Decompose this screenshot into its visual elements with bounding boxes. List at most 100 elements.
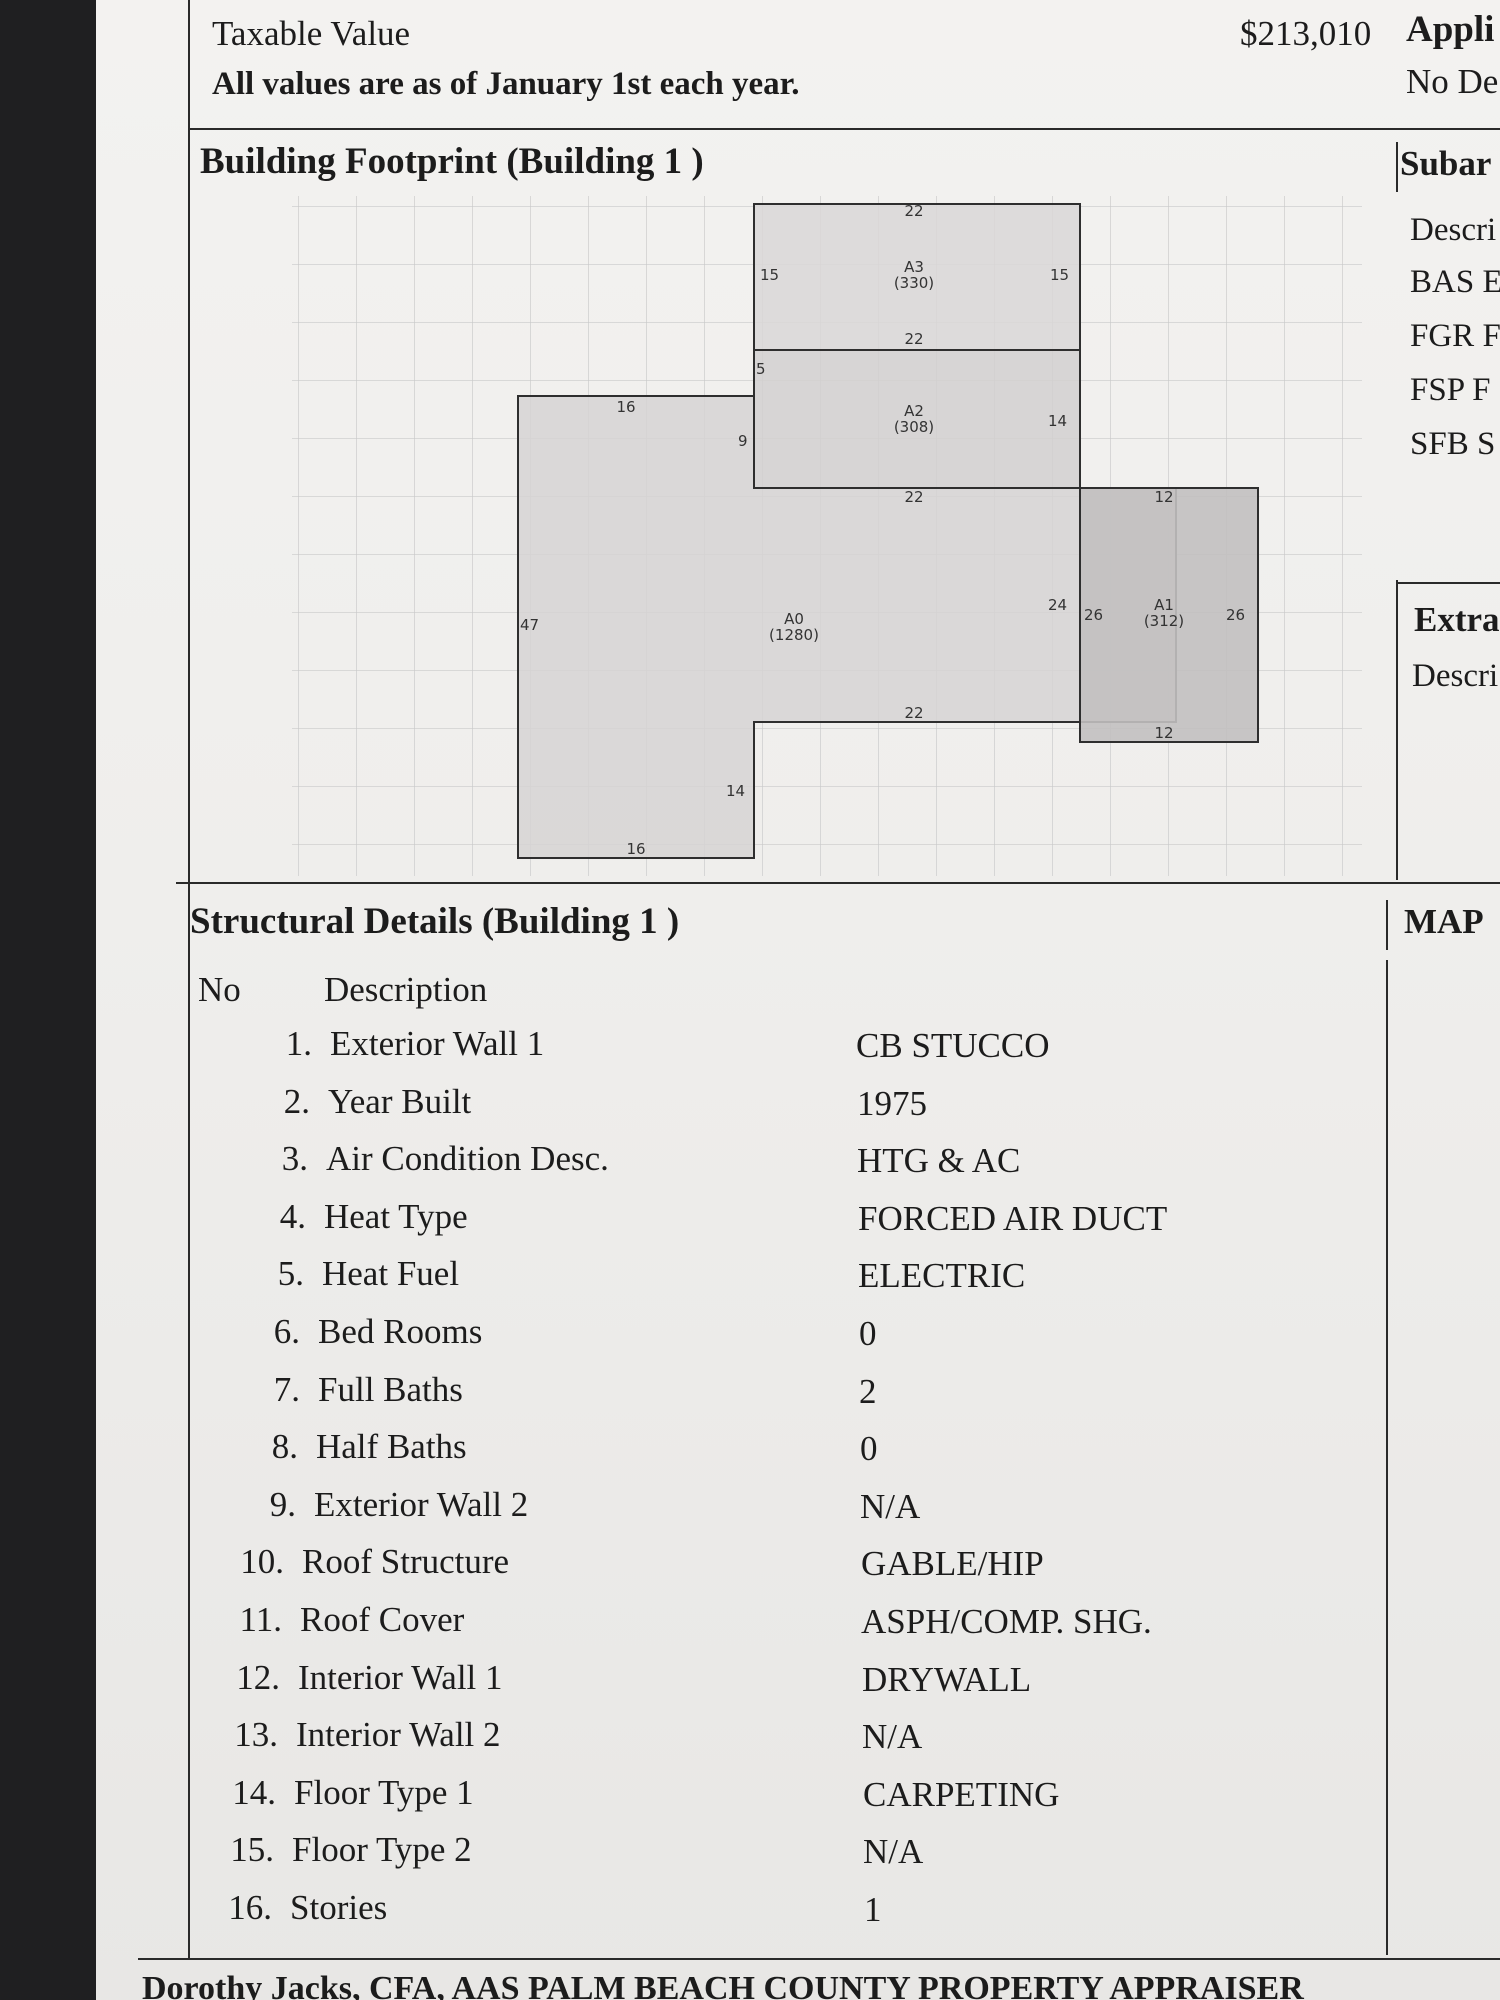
row-value: ELECTRIC <box>858 1256 1026 1295</box>
extra-desc-label: Descri <box>1412 658 1499 694</box>
row-number: 3. <box>281 1139 308 1178</box>
row-number: 10. <box>240 1542 284 1581</box>
row-description: Heat Type <box>324 1197 468 1236</box>
a1-area: (312) <box>1144 612 1184 630</box>
row-value: N/A <box>863 1832 924 1871</box>
dim-a3-left: 15 <box>760 266 779 284</box>
row-number: 6. <box>273 1312 300 1351</box>
dim-a0-bottom: 16 <box>626 840 645 858</box>
a3-label: A3 <box>904 258 924 276</box>
subarea-code: FGR F <box>1410 318 1500 354</box>
row-number: 12. <box>236 1658 280 1697</box>
dim-a1-right: 26 <box>1226 606 1245 624</box>
applicable-sub: No De <box>1406 62 1499 101</box>
dim-a1-bottom: 12 <box>1154 724 1173 742</box>
row-description: Interior Wall 2 <box>296 1715 501 1754</box>
row-number: 14. <box>232 1773 276 1812</box>
row-value: ASPH/COMP. SHG. <box>861 1602 1152 1641</box>
row-description: Floor Type 1 <box>294 1773 474 1812</box>
structural-title: Structural Details (Building 1 ) <box>190 901 680 942</box>
right-column-border-mid <box>1396 580 1398 880</box>
row-description: Heat Fuel <box>322 1254 460 1293</box>
a2-label: A2 <box>904 402 924 420</box>
dim-a0-inner: 14 <box>726 782 745 800</box>
dim-a0-top: 16 <box>616 398 635 416</box>
row-value: FORCED AIR DUCT <box>858 1199 1168 1238</box>
a3-area: (330) <box>894 274 934 292</box>
row-value: DRYWALL <box>862 1660 1032 1699</box>
row-value: N/A <box>862 1717 923 1756</box>
row-description: Air Condition Desc. <box>326 1139 609 1178</box>
row-description: Interior Wall 1 <box>298 1658 503 1697</box>
dim-a2-right: 14 <box>1048 412 1067 430</box>
row-value: N/A <box>860 1487 921 1526</box>
row-description: Exterior Wall 2 <box>314 1485 529 1524</box>
extra-heading: Extra <box>1414 600 1500 639</box>
row-description: Floor Type 2 <box>292 1830 472 1869</box>
dim-a3-bottom: 22 <box>904 330 923 348</box>
row-number: 11. <box>239 1600 282 1639</box>
dim-a2-bottom: 22 <box>904 488 923 506</box>
row-number: 15. <box>230 1830 274 1869</box>
applicable-heading: Appli <box>1406 9 1495 50</box>
subarea-heading: Subar <box>1400 144 1492 183</box>
dim-a0-notch: 9 <box>738 432 748 450</box>
taxable-value-amount: $213,010 <box>1240 14 1372 53</box>
row-description: Half Baths <box>316 1427 467 1466</box>
row-value: CARPETING <box>863 1775 1060 1814</box>
row-value: 2 <box>859 1372 877 1411</box>
dim-a1-left: 26 <box>1084 606 1103 624</box>
row-description: Stories <box>290 1888 388 1927</box>
row-number: 5. <box>277 1254 304 1293</box>
row-number: 7. <box>273 1370 300 1409</box>
col-no-header: No <box>198 970 241 1009</box>
row-value: CB STUCCO <box>856 1026 1050 1065</box>
row-number: 16. <box>228 1888 272 1927</box>
footer-text: Dorothy Jacks, CFA, AAS PALM BEACH COUNT… <box>142 1970 1304 2000</box>
right-column-border-upper <box>1396 142 1398 192</box>
a2-area: (308) <box>894 418 934 436</box>
right-column-border-bottom <box>1386 960 1388 1955</box>
row-number: 4. <box>279 1197 306 1236</box>
bottom-divider <box>138 1958 1500 1960</box>
row-number: 9. <box>269 1485 296 1524</box>
footprint-title: Building Footprint (Building 1 ) <box>200 141 704 182</box>
subarea-code: SFB S <box>1410 426 1496 462</box>
subarea-code: FSP F <box>1410 372 1491 408</box>
area-a3-shape <box>753 203 1081 351</box>
taxable-value-label: Taxable Value <box>212 14 411 53</box>
row-number: 8. <box>271 1427 298 1466</box>
row-description: Roof Cover <box>300 1600 465 1639</box>
row-value: 0 <box>859 1314 877 1353</box>
document-page: Taxable Value $213,010 All values are as… <box>96 0 1500 2000</box>
dim-a0-right: 24 <box>1048 596 1067 614</box>
row-description: Full Baths <box>318 1370 463 1409</box>
area-a1-shape <box>1079 487 1259 743</box>
a0-label: A0 <box>784 610 804 628</box>
dim-a3-right: 15 <box>1050 266 1069 284</box>
row-description: Roof Structure <box>302 1542 510 1581</box>
row-value: 1975 <box>857 1084 927 1123</box>
dim-a2-left: 5 <box>756 360 766 378</box>
row-description: Exterior Wall 1 <box>330 1024 545 1063</box>
top-divider <box>188 128 1500 130</box>
row-number: 13. <box>234 1715 278 1754</box>
dim-a0-left: 47 <box>520 616 539 634</box>
row-value: GABLE/HIP <box>861 1544 1044 1583</box>
a1-label: A1 <box>1154 596 1174 614</box>
extra-divider <box>1398 582 1500 584</box>
a0-area: (1280) <box>769 626 819 644</box>
values-note: All values are as of January 1st each ye… <box>212 66 800 102</box>
middle-divider <box>176 882 1500 884</box>
col-description-header: Description <box>324 970 488 1009</box>
subarea-code: BAS E <box>1410 264 1500 300</box>
row-value: 1 <box>864 1890 882 1929</box>
row-value: HTG & AC <box>857 1141 1021 1180</box>
footprint-sketch: A3 (330) A2 (308) A1 (312) A0 (1280) 22 … <box>292 196 1362 876</box>
row-description: Bed Rooms <box>318 1312 483 1351</box>
area-a2-shape <box>753 349 1081 489</box>
row-value: 0 <box>860 1429 878 1468</box>
right-column-border-lower <box>1386 900 1388 950</box>
map-heading: MAP <box>1404 902 1484 941</box>
dim-a1-top: 12 <box>1154 488 1173 506</box>
